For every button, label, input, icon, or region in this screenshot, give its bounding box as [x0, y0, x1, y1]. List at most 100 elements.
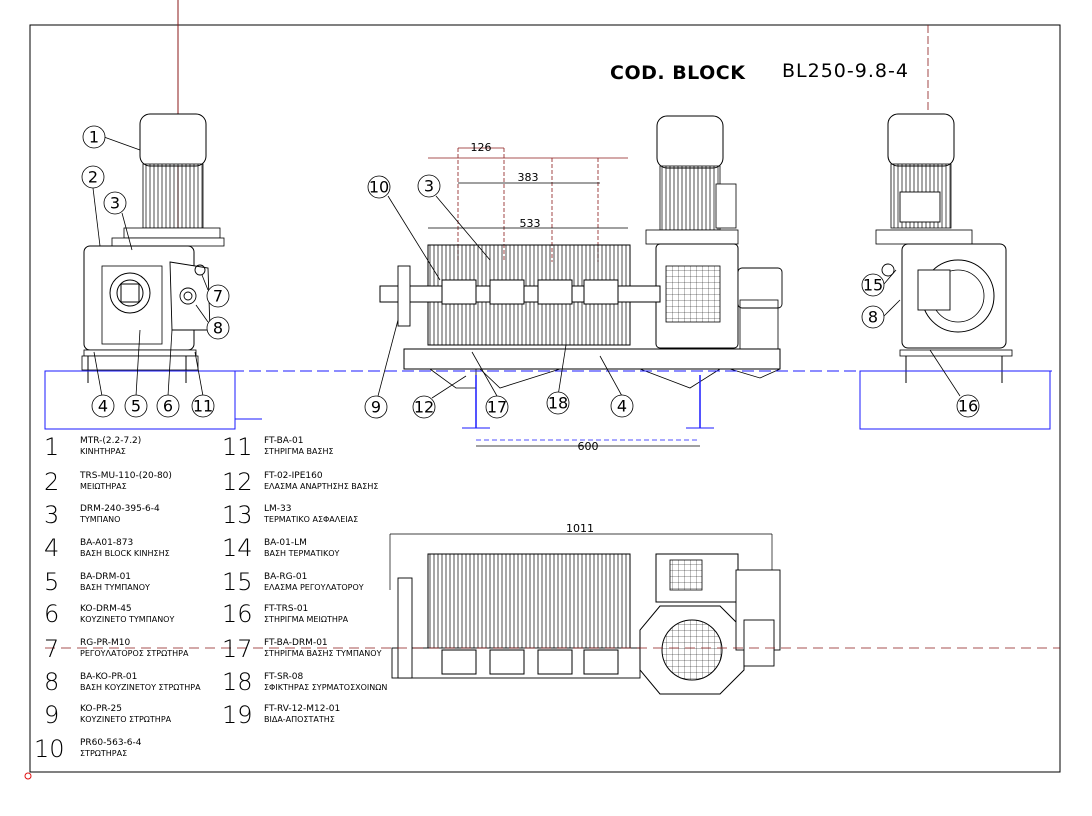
svg-text:13: 13 — [222, 501, 253, 529]
legend-item: 5 BA-DRM-01 ΒΑΣΗ ΤΥΜΠΑΝΟΥ — [44, 568, 150, 596]
svg-text:9: 9 — [44, 701, 59, 729]
svg-text:ΜΕΙΩΤΗΡΑΣ: ΜΕΙΩΤΗΡΑΣ — [80, 482, 127, 491]
svg-text:FT-BA-DRM-01: FT-BA-DRM-01 — [264, 638, 328, 648]
svg-text:ΒΑΣΗ ΚΟΥΖΙΝΕΤΟΥ ΣΤΡΩΤΗΡΑ: ΒΑΣΗ ΚΟΥΖΙΝΕΤΟΥ ΣΤΡΩΤΗΡΑ — [80, 683, 201, 692]
svg-text:15: 15 — [863, 276, 883, 295]
svg-text:KO-DRM-45: KO-DRM-45 — [80, 604, 132, 614]
balloon-3 — [103, 191, 127, 215]
svg-text:ΚΟΥΖΙΝΕΤΟ ΤΥΜΠΑΝΟΥ: ΚΟΥΖΙΝΕΤΟ ΤΥΜΠΑΝΟΥ — [80, 615, 174, 624]
title-code: BL250-9.8-4 — [782, 60, 909, 82]
svg-text:10: 10 — [369, 178, 389, 197]
svg-text:17: 17 — [487, 398, 507, 417]
svg-text:15: 15 — [222, 568, 253, 596]
legend-item: 4 BA-A01-873 ΒΑΣΗ BLOCK ΚΙΝΗΣΗΣ — [44, 534, 170, 562]
svg-text:ΚΙΝΗΤΗΡΑΣ: ΚΙΝΗΤΗΡΑΣ — [80, 447, 126, 456]
legend-item: 11 FT-BA-01 ΣΤΗΡΙΓΜΑ ΒΑΣΗΣ — [222, 433, 334, 461]
svg-text:5: 5 — [131, 397, 141, 416]
svg-text:ΒΑΣΗ ΤΥΜΠΑΝΟΥ: ΒΑΣΗ ΤΥΜΠΑΝΟΥ — [80, 583, 150, 592]
balloon-15 — [861, 273, 885, 297]
svg-text:KO-PR-25: KO-PR-25 — [80, 704, 122, 714]
svg-text:7: 7 — [213, 287, 223, 306]
svg-text:4: 4 — [44, 534, 59, 562]
plan-view: 1011 — [389, 522, 781, 695]
balloon-8 — [206, 316, 230, 340]
balloon-6 — [156, 394, 180, 418]
svg-text:ΤΥΜΠΑΝΟ: ΤΥΜΠΑΝΟ — [79, 515, 120, 524]
balloon-16 — [956, 394, 980, 418]
balloon-11 — [191, 394, 215, 418]
right-side-view — [859, 25, 1051, 430]
svg-text:9: 9 — [371, 398, 381, 417]
dim-533: 533 — [520, 217, 541, 230]
svg-text:FT-BA-01: FT-BA-01 — [264, 436, 303, 446]
svg-text:1: 1 — [44, 433, 59, 461]
svg-text:ΕΛΑΣΜΑ ΑΝΑΡΤΗΣΗΣ ΒΑΣΗΣ: ΕΛΑΣΜΑ ΑΝΑΡΤΗΣΗΣ ΒΑΣΗΣ — [264, 482, 378, 491]
svg-text:BA-01-LM: BA-01-LM — [264, 538, 307, 548]
svg-text:6: 6 — [163, 397, 173, 416]
svg-text:MTR-(2.2-7.2): MTR-(2.2-7.2) — [80, 436, 141, 446]
svg-text:ΕΛΑΣΜΑ ΡΕΓΟΥΛΑΤΟΡΟΥ: ΕΛΑΣΜΑ ΡΕΓΟΥΛΑΤΟΡΟΥ — [264, 583, 364, 592]
svg-text:FT-RV-12-M12-01: FT-RV-12-M12-01 — [264, 704, 340, 714]
svg-text:2: 2 — [44, 468, 59, 496]
svg-text:BA-KO-PR-01: BA-KO-PR-01 — [80, 672, 137, 682]
dim-600: 600 — [578, 440, 599, 453]
svg-text:12: 12 — [414, 398, 434, 417]
legend-item: 15 BA-RG-01 ΕΛΑΣΜΑ ΡΕΓΟΥΛΑΤΟΡΟΥ — [222, 568, 364, 596]
svg-text:11: 11 — [193, 397, 213, 416]
legend-item: 10 PR60-563-6-4 ΣΤΡΩΤΗΡΑΣ — [34, 735, 142, 763]
svg-text:18: 18 — [222, 668, 253, 696]
svg-text:7: 7 — [44, 635, 59, 663]
legend-item: 18 FT-SR-08 ΣΦΙΚΤΗΡΑΣ ΣΥΡΜΑΤΟΣΧΟΙΝΩΝ — [222, 668, 387, 696]
svg-text:DRM-240-395-6-4: DRM-240-395-6-4 — [80, 504, 160, 514]
balloon-18 — [546, 391, 570, 415]
legend-item: 2 TRS-MU-110-(20-80) ΜΕΙΩΤΗΡΑΣ — [44, 468, 172, 496]
svg-text:16: 16 — [222, 600, 253, 628]
dim-126: 126 — [471, 141, 492, 154]
svg-text:19: 19 — [222, 701, 253, 729]
parts-legend-left: 1 MTR-(2.2-7.2) ΚΙΝΗΤΗΡΑΣ 2 TRS-MU-110-(… — [34, 433, 201, 763]
left-side-view — [44, 0, 262, 430]
balloons: 1 2 3 4 5 6 11 7 8 10 3 9 — [81, 125, 980, 419]
svg-text:ΣΤΗΡΙΓΜΑ ΜΕΙΩΤΗΡΑ: ΣΤΗΡΙΓΜΑ ΜΕΙΩΤΗΡΑ — [264, 615, 349, 624]
svg-text:BA-DRM-01: BA-DRM-01 — [80, 572, 131, 582]
svg-text:TRS-MU-110-(20-80): TRS-MU-110-(20-80) — [79, 471, 172, 481]
dim-1011: 1011 — [566, 522, 594, 535]
svg-text:FT-TRS-01: FT-TRS-01 — [264, 604, 308, 614]
balloon-1 — [82, 125, 106, 149]
svg-text:18: 18 — [548, 394, 568, 413]
balloon-9 — [364, 395, 388, 419]
svg-text:10: 10 — [34, 735, 65, 763]
legend-item: 19 FT-RV-12-M12-01 ΒΙΔΑ-ΑΠΟΣΤΑΤΗΣ — [222, 701, 340, 729]
svg-text:12: 12 — [222, 468, 253, 496]
legend-item: 14 BA-01-LM ΒΑΣΗ ΤΕΡΜΑΤΙΚΟΥ — [222, 534, 340, 562]
svg-text:8: 8 — [44, 668, 59, 696]
svg-text:1: 1 — [89, 128, 99, 147]
balloon-7 — [206, 284, 230, 308]
legend-item: 9 KO-PR-25 ΚΟΥΖΙΝΕΤΟ ΣΤΡΩΤΗΡΑ — [44, 701, 172, 729]
origin-marker — [24, 772, 32, 780]
balloon-8-right — [861, 305, 885, 329]
svg-text:ΚΟΥΖΙΝΕΤΟ ΣΤΡΩΤΗΡΑ: ΚΟΥΖΙΝΕΤΟ ΣΤΡΩΤΗΡΑ — [80, 715, 172, 724]
balloon-4 — [91, 394, 115, 418]
svg-text:4: 4 — [617, 397, 627, 416]
svg-text:17: 17 — [222, 635, 253, 663]
legend-item: 12 FT-02-IPE160 ΕΛΑΣΜΑ ΑΝΑΡΤΗΣΗΣ ΒΑΣΗΣ — [222, 468, 378, 496]
svg-text:ΤΕΡΜΑΤΙΚΟ ΑΣΦΑΛΕΙΑΣ: ΤΕΡΜΑΤΙΚΟ ΑΣΦΑΛΕΙΑΣ — [263, 515, 358, 524]
svg-text:2: 2 — [88, 168, 98, 187]
svg-text:3: 3 — [110, 194, 120, 213]
balloon-2 — [81, 165, 105, 189]
svg-text:11: 11 — [222, 433, 253, 461]
legend-item: 3 DRM-240-395-6-4 ΤΥΜΠΑΝΟ — [44, 501, 160, 529]
title-label: COD. BLOCK — [610, 62, 746, 84]
legend-item: 8 BA-KO-PR-01 ΒΑΣΗ ΚΟΥΖΙΝΕΤΟΥ ΣΤΡΩΤΗΡΑ — [44, 668, 201, 696]
svg-text:6: 6 — [44, 600, 59, 628]
svg-text:FT-02-IPE160: FT-02-IPE160 — [264, 471, 323, 481]
svg-text:16: 16 — [958, 397, 978, 416]
svg-text:ΒΑΣΗ ΤΕΡΜΑΤΙΚΟΥ: ΒΑΣΗ ΤΕΡΜΑΤΙΚΟΥ — [264, 549, 340, 558]
svg-text:3: 3 — [424, 177, 434, 196]
svg-text:5: 5 — [44, 568, 59, 596]
balloon-5 — [124, 394, 148, 418]
legend-item: 6 KO-DRM-45 ΚΟΥΖΙΝΕΤΟ ΤΥΜΠΑΝΟΥ — [44, 600, 174, 628]
legend-item: 1 MTR-(2.2-7.2) ΚΙΝΗΤΗΡΑΣ — [44, 433, 141, 461]
legend-item: 13 LM-33 ΤΕΡΜΑΤΙΚΟ ΑΣΦΑΛΕΙΑΣ — [222, 501, 358, 529]
